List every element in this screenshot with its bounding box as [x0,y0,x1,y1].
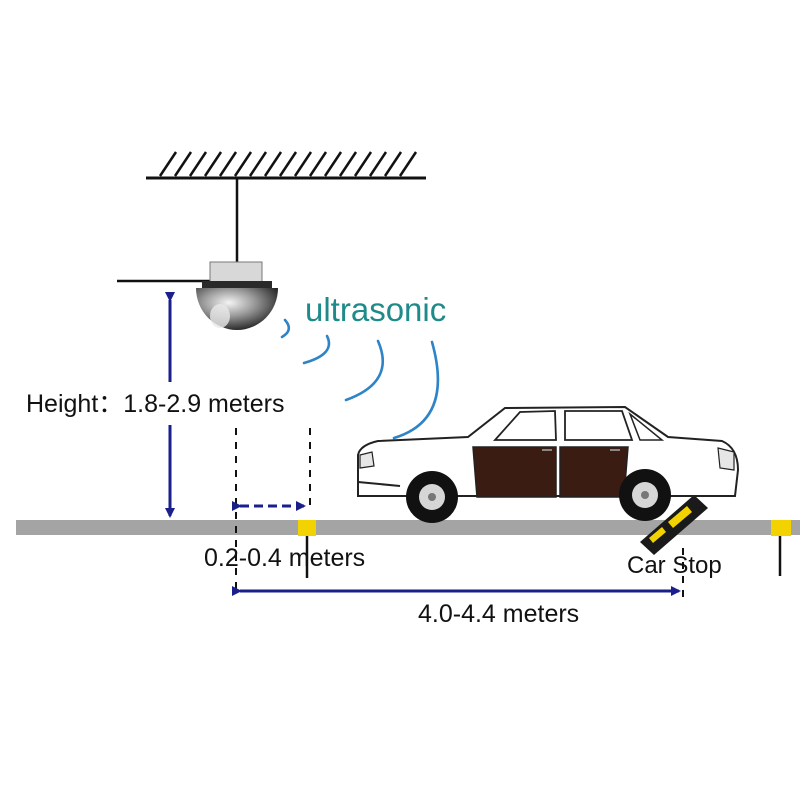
sensor-dome-icon [117,261,278,330]
height-label: Height：1.8-2.9 meters [26,390,285,418]
ceiling-hatch-icon [146,151,426,180]
ultrasonic-waves [280,318,440,440]
car-stop-icon [640,495,708,555]
dashed-guides [235,428,684,598]
car-stop-label: Car Stop [627,552,722,579]
ultrasonic-label: ultrasonic [305,291,447,328]
distance-label: 4.0-4.4 meters [418,600,580,628]
floor-marker [771,520,791,536]
floor-marker [298,520,316,536]
near-range-label: 0.2-0.4 meters [204,544,366,572]
car-icon [357,405,740,523]
floor-line [16,520,800,535]
